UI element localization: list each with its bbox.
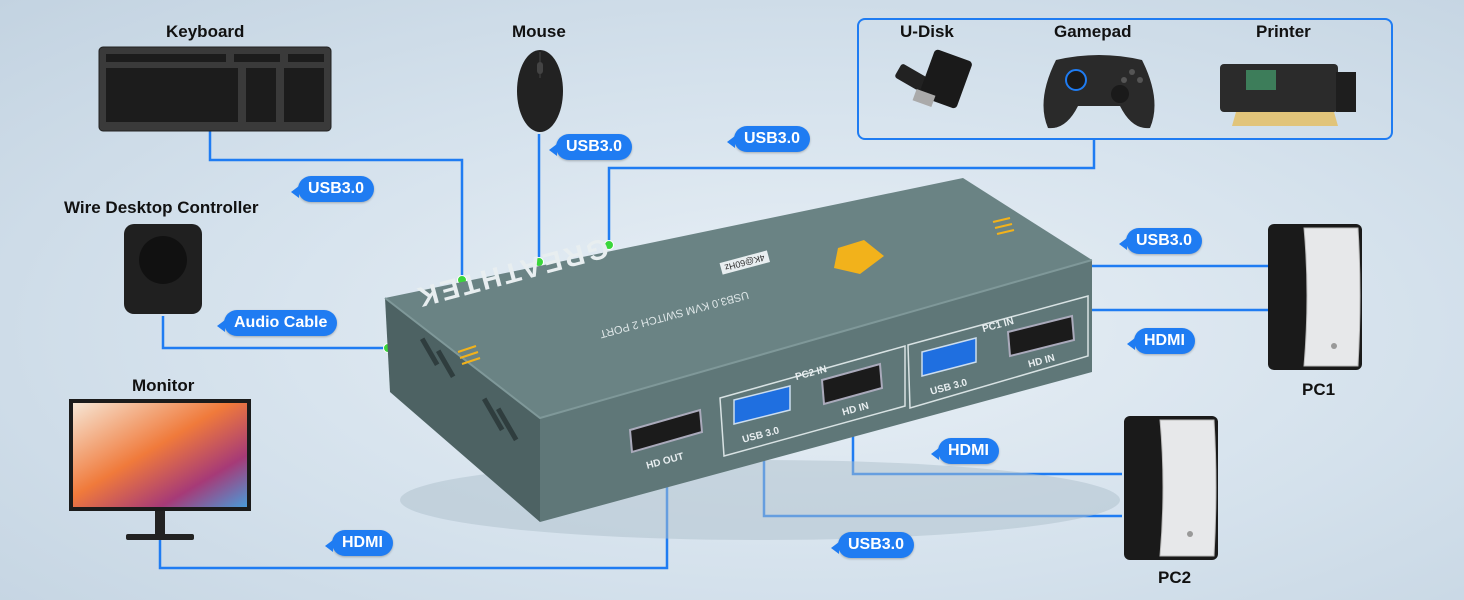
hd-out-port — [628, 408, 704, 454]
pc2-hdmi-cable-pill: HDMI — [931, 438, 999, 464]
brand-logo-icon — [834, 240, 884, 274]
pc2-usb-port — [733, 385, 791, 425]
printer-icon — [1220, 64, 1356, 126]
usb-drive-icon — [895, 49, 972, 109]
keyboard-label: Keyboard — [166, 22, 245, 41]
peripheral-group — [857, 18, 1393, 140]
monitor-icon — [69, 399, 251, 540]
pc1-usb-port — [921, 337, 977, 377]
controller-icon — [124, 224, 202, 314]
peripherals-cable-pill: USB3.0 — [726, 126, 811, 152]
audio-wire — [161, 316, 388, 350]
udisk-label: U-Disk — [900, 22, 954, 41]
monitor-cable-pill: HDMI — [325, 530, 393, 556]
pc2-hdmi-port — [820, 362, 884, 406]
pc1-hdmi-port — [1006, 314, 1076, 358]
pc1-tower-icon — [1268, 224, 1362, 370]
keyboard-cable-pill: USB3.0 — [290, 176, 375, 202]
controller-label: Wire Desktop Controller — [64, 198, 259, 217]
mouse-label: Mouse — [512, 22, 566, 41]
pc2-usb-cable-pill: USB3.0 — [830, 532, 915, 558]
pc1-usb-cable-pill: USB3.0 — [1118, 228, 1203, 254]
pc2-tower-icon — [1124, 416, 1218, 560]
mouse-icon — [517, 50, 563, 132]
mouse-cable-pill: USB3.0 — [548, 134, 633, 160]
peripherals-wire — [607, 138, 1096, 245]
keyboard-wire — [208, 128, 464, 280]
gamepad-icon — [1043, 55, 1155, 129]
audio-cable-pill: Audio Cable — [216, 310, 338, 336]
keyboard-icon — [98, 46, 332, 132]
connection-dot — [604, 240, 614, 250]
pc1-hdmi-cable-pill: HDMI — [1127, 328, 1195, 354]
gamepad-label: Gamepad — [1054, 22, 1132, 41]
pc2-label: PC2 — [1158, 568, 1192, 587]
pc1-label: PC1 — [1302, 380, 1336, 399]
printer-label: Printer — [1256, 22, 1311, 41]
monitor-label: Monitor — [132, 376, 195, 395]
